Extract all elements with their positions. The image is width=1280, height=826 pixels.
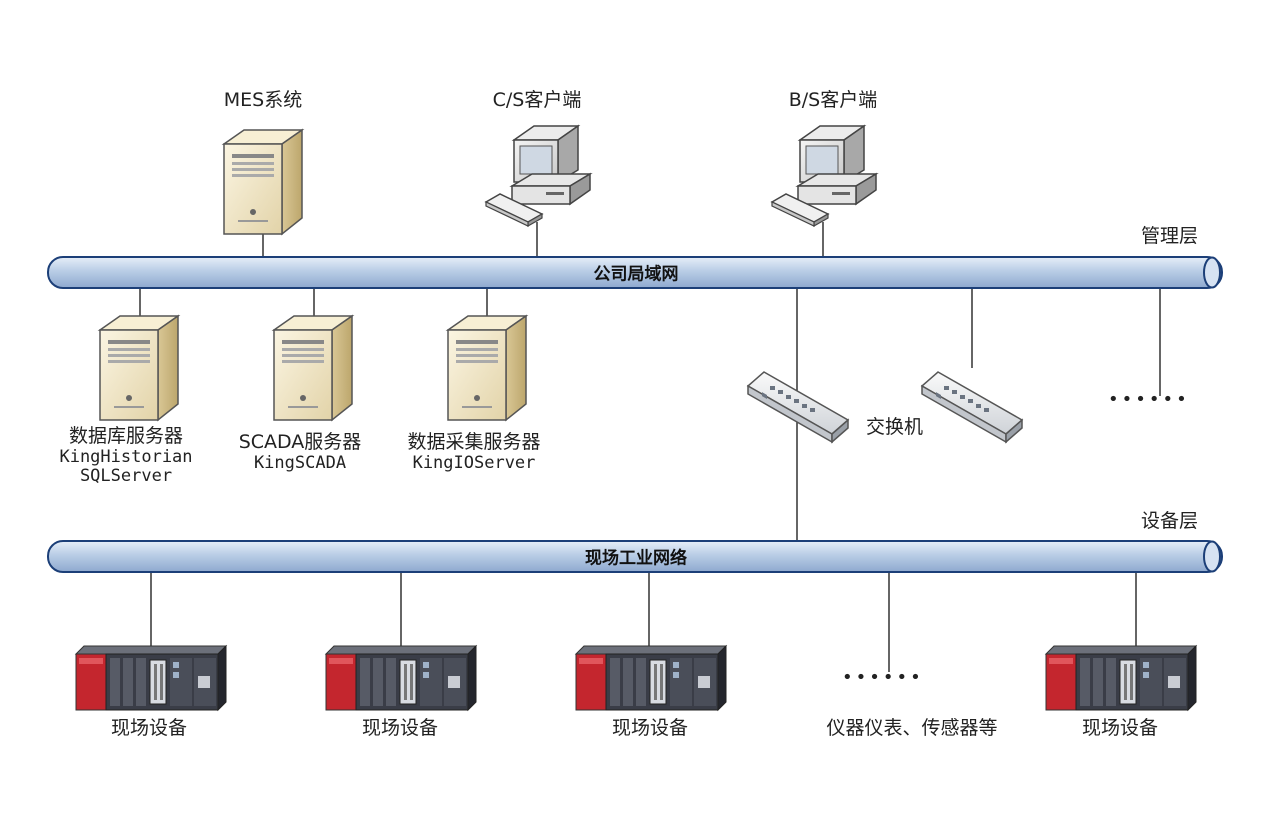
mes-server-icon [223,117,305,235]
mes-system-label: MES系统 [223,89,303,111]
management-ellipsis: •••••• [1108,389,1190,410]
device-ellipsis: •••••• [842,667,924,688]
scada-server-name: SCADA服务器 [238,431,362,453]
cs-client-computer-icon [485,125,591,227]
database-server-software-1: KingHistorian [59,446,193,467]
data-acquisition-server-name: 数据采集服务器 [407,431,541,453]
management-layer-label: 管理层 [1141,225,1199,247]
field-device-label: 现场设备 [1081,717,1159,739]
device-layer-label: 设备层 [1141,510,1199,532]
data-acquisition-server-icon [447,303,529,421]
switch-label: 交换机 [866,416,924,438]
field-network-bus [47,540,1223,573]
field-device-label: 现场设备 [611,717,689,739]
scada-server-software: KingSCADA [253,452,347,473]
database-server-icon [99,303,181,421]
database-server-label: 数据库服务器 KingHistorian SQLServer [59,425,193,487]
instruments-sensors-label: 仪器仪表、传感器等 [826,717,998,739]
field-device-label: 现场设备 [361,717,439,739]
bs-client-computer-icon [771,125,877,227]
switch-icon [747,371,849,443]
plc-device-icon [75,645,227,711]
switch-icon [921,371,1023,443]
scada-server-label: SCADA服务器 KingSCADA [238,431,362,473]
database-server-software-2: SQLServer [79,466,173,487]
plc-device-icon [325,645,477,711]
data-acquisition-server-software: KingIOServer [412,452,536,473]
field-network-label: 现场工业网络 [585,548,687,569]
data-acquisition-server-label: 数据采集服务器 KingIOServer [407,431,541,473]
bs-client-label: B/S客户端 [788,89,878,111]
company-lan-label: 公司局域网 [593,264,679,285]
field-device-label: 现场设备 [110,717,188,739]
plc-device-icon [1045,645,1197,711]
plc-device-icon [575,645,727,711]
database-server-name: 数据库服务器 [68,425,183,447]
scada-server-icon [273,303,355,421]
cs-client-label: C/S客户端 [492,89,582,111]
company-lan-bus [47,256,1223,289]
